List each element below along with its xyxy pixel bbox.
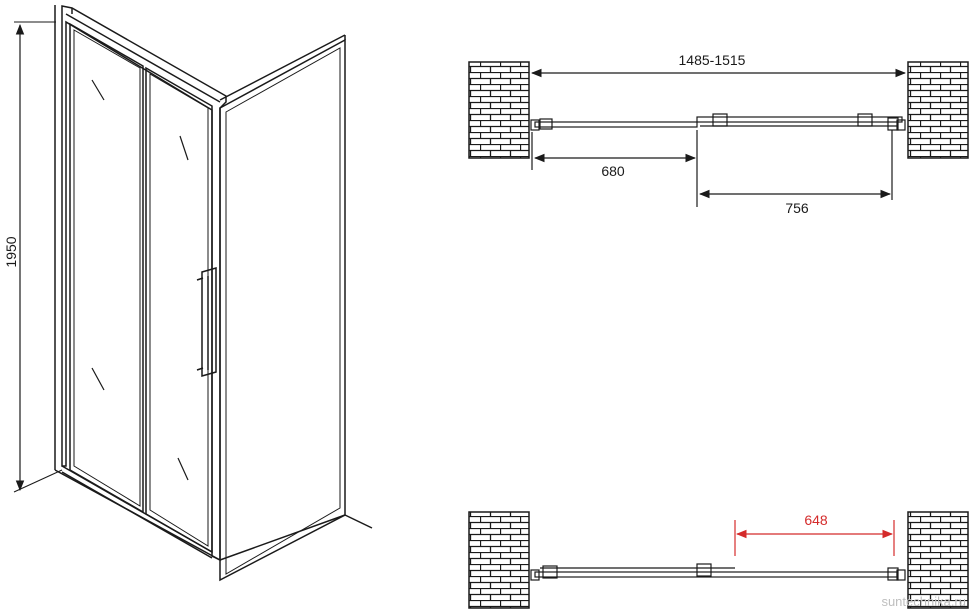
watermark: suntechnika.ru bbox=[881, 594, 966, 609]
fixed-panel-label: 680 bbox=[601, 163, 625, 179]
right-brick-wall bbox=[907, 61, 969, 159]
left-brick-wall-bottom bbox=[468, 511, 530, 609]
top-plan-view: 1485-1515 680 756 bbox=[468, 52, 969, 216]
height-dimension: 1950 bbox=[3, 21, 63, 493]
left-brick-wall bbox=[468, 61, 530, 159]
height-label: 1950 bbox=[3, 236, 19, 267]
opening-label: 648 bbox=[804, 512, 828, 528]
bottom-plan-view: 648 bbox=[468, 511, 969, 609]
door-panel-label: 756 bbox=[785, 200, 809, 216]
width-range-label: 1485-1515 bbox=[679, 52, 746, 68]
isometric-view bbox=[54, 5, 373, 582]
right-brick-wall-bottom bbox=[907, 511, 969, 609]
